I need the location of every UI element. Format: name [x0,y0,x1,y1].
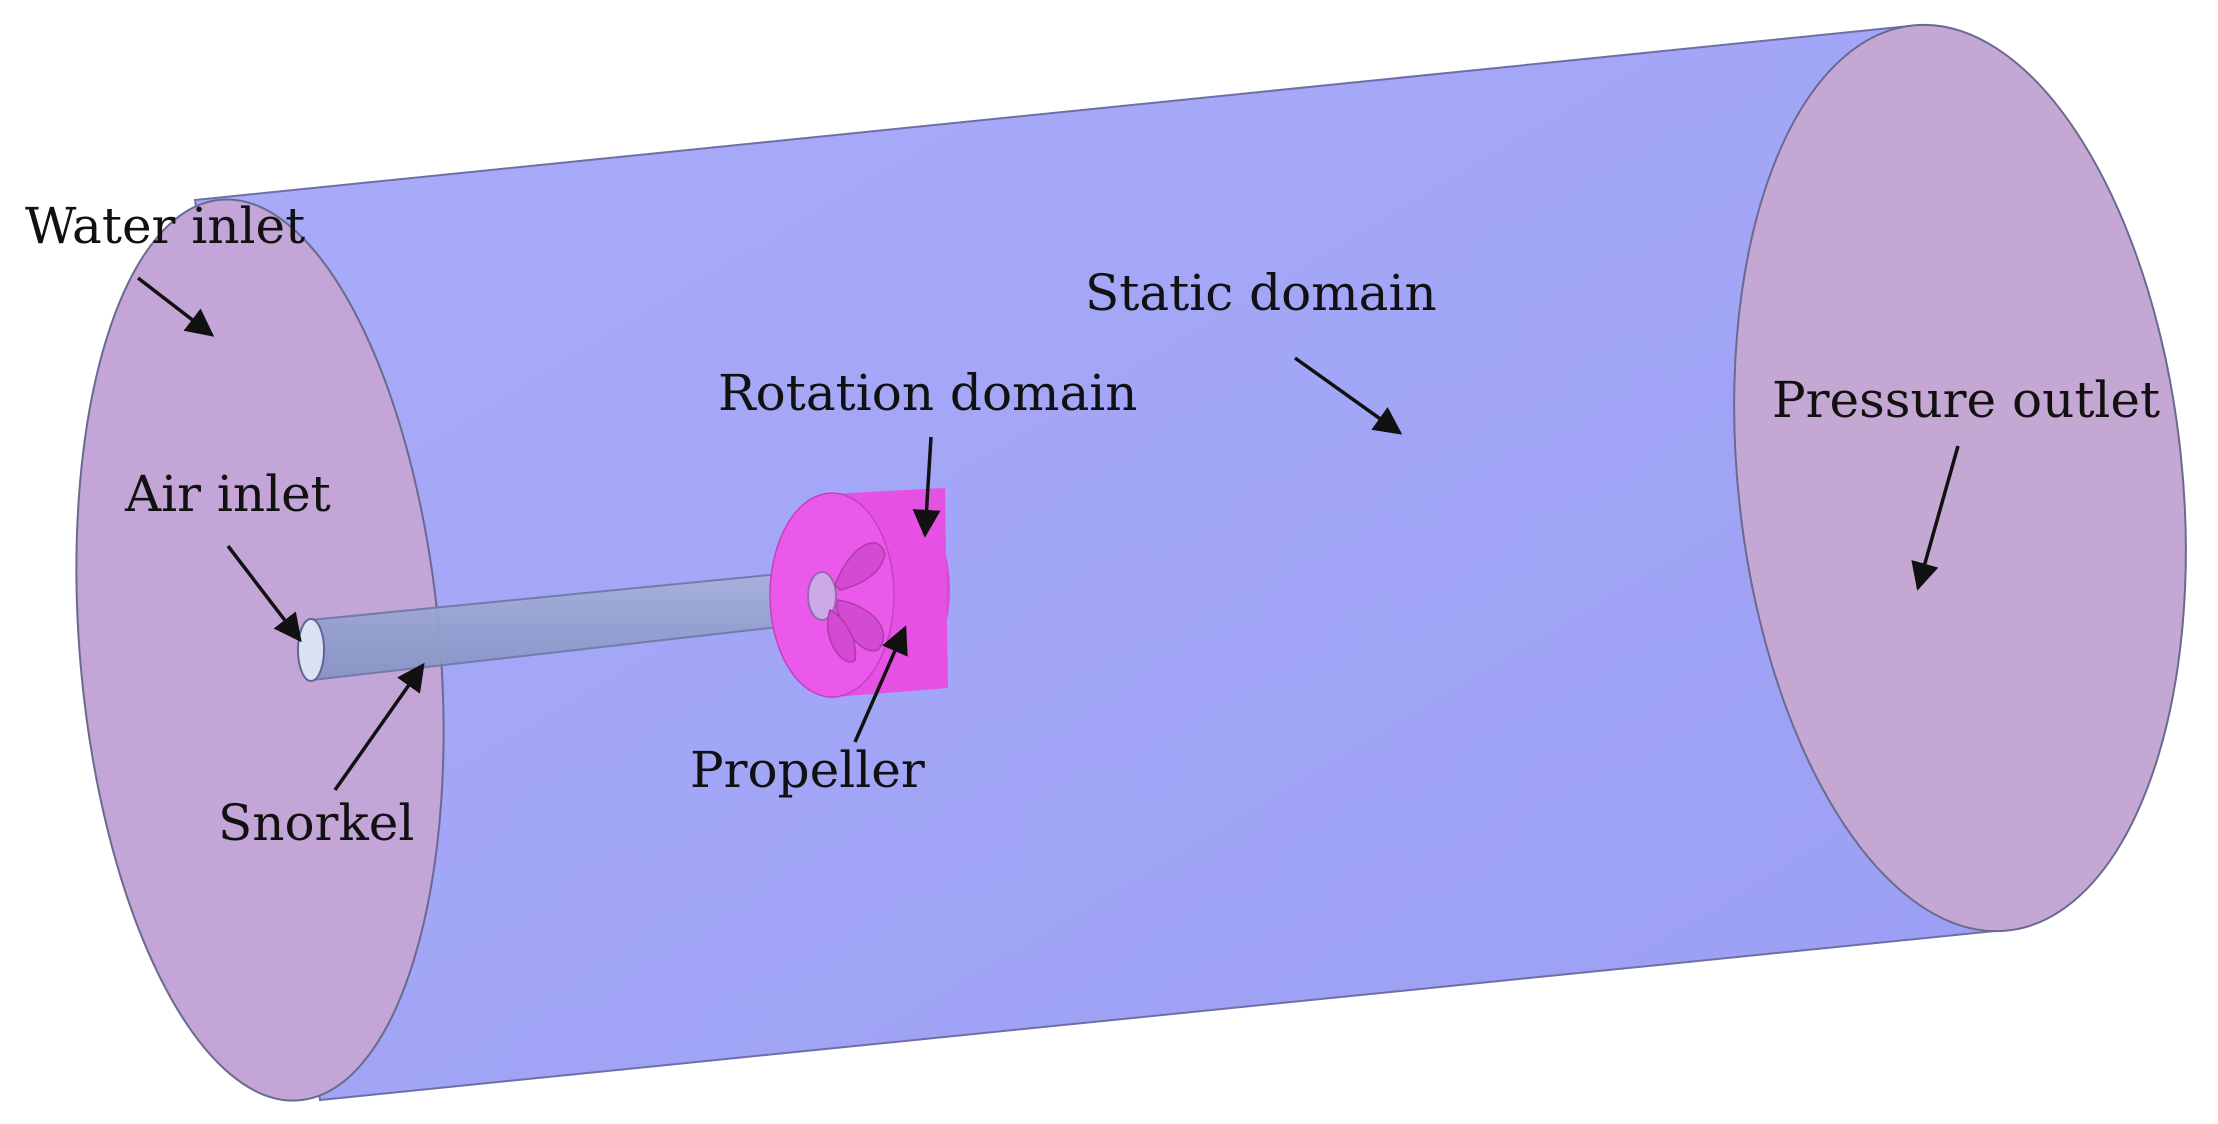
static-domain-label: Static domain [1085,264,1437,322]
propeller [807,542,886,663]
pressure-outlet-face [1733,23,2187,933]
static-domain-arrow [1293,356,1403,435]
air-inlet-opening [297,618,325,682]
water-inlet-label: Water inlet [25,197,305,255]
pressure-outlet-arrow [1911,445,1960,591]
water-inlet-arrow [136,276,215,337]
snorkel-arrow [333,662,425,792]
propeller-arrow [853,625,908,743]
propeller-label: Propeller [690,741,925,799]
air-inlet-label: Air inlet [124,465,331,523]
rotation-domain-arrow [912,436,941,538]
snorkel-label: Snorkel [218,794,414,852]
air-inlet-arrow [226,544,302,643]
static-domain-body [193,23,2007,1102]
rotation-domain-label: Rotation domain [718,364,1137,422]
pressure-outlet-label: Pressure outlet [1772,371,2160,429]
